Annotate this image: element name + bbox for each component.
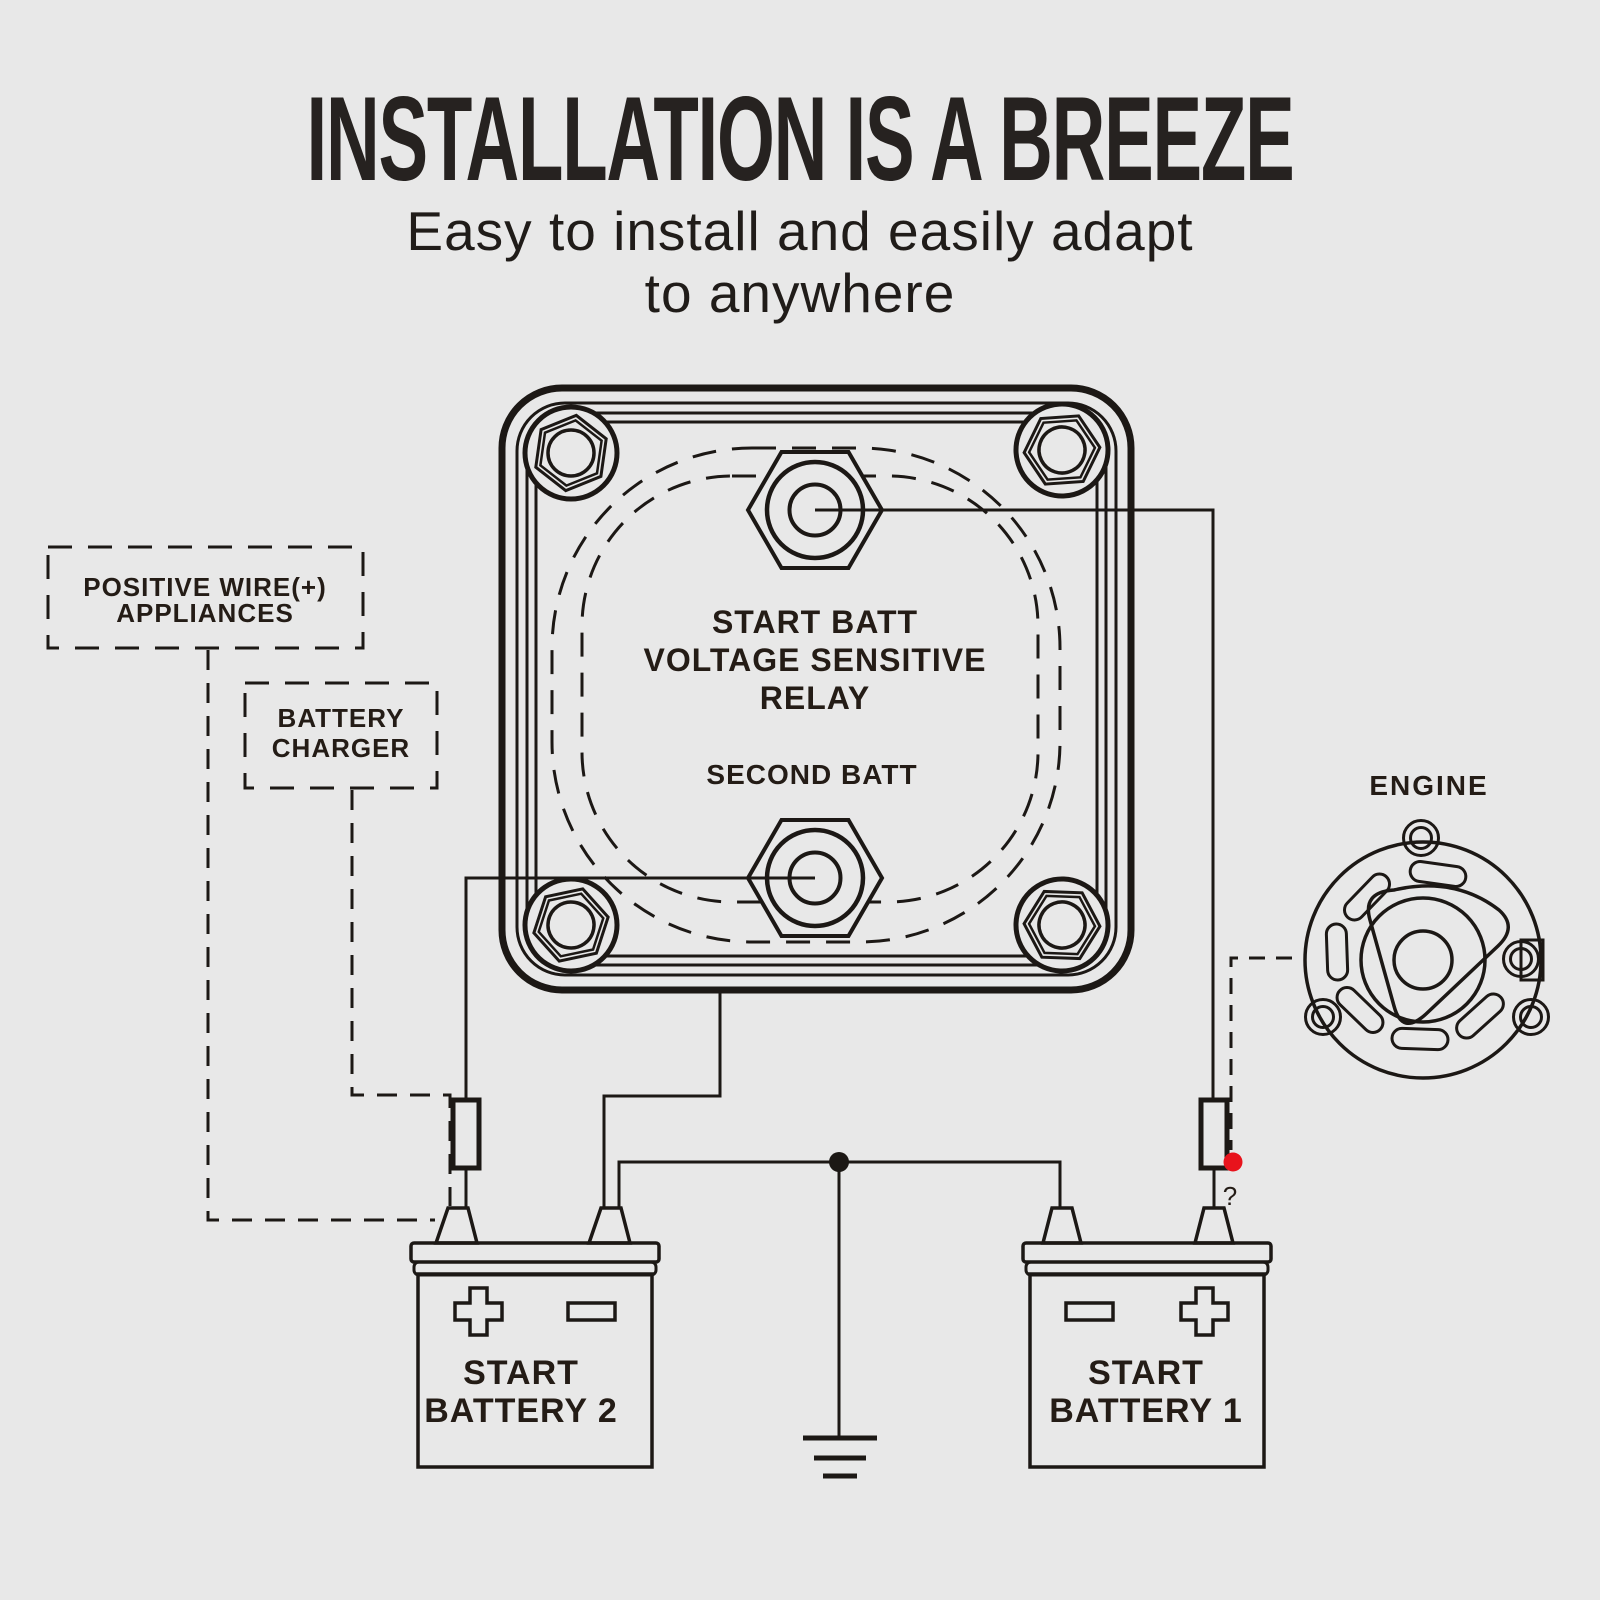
engine-bolt-icon [1304, 998, 1342, 1036]
battery-1: START BATTERY 1 [1021, 1206, 1273, 1469]
battery-body [416, 1272, 654, 1469]
relay-seam-line-1 [525, 411, 1108, 967]
page-title: INSTALLATION IS A BREEZE [307, 73, 1294, 206]
battery-body [1028, 1272, 1266, 1469]
wires [464, 508, 1216, 1438]
battery-terminal-post [1192, 1206, 1236, 1245]
relay-outer-border [498, 384, 1135, 994]
battery-terminal-post [586, 1206, 633, 1245]
charger-wire [350, 790, 452, 1206]
relay-label-line-3: RELAY [760, 680, 871, 716]
appliances-wire [206, 650, 435, 1222]
appliances-label-line-2: APPLIANCES [116, 598, 294, 628]
wire-start-batt-to-battery1 [815, 508, 1215, 1100]
relay-inner-line [515, 401, 1118, 977]
subtitle-line-1: Easy to install and easily adapt [406, 200, 1193, 262]
battery-lid [1021, 1241, 1273, 1264]
alternator-shaft [1392, 929, 1454, 991]
charger-callout-box: BATTERY CHARGER [243, 681, 439, 790]
relay-label-line-2: VOLTAGE SENSITIVE [644, 642, 987, 678]
charger-label-line-1: BATTERY [278, 703, 405, 733]
alternator-rotor [1366, 884, 1510, 1025]
battery-lid [409, 1241, 661, 1264]
minus-symbol-icon [566, 1301, 617, 1322]
battery2-label-line-2: BATTERY 2 [424, 1392, 618, 1430]
engine-bolt-icon [1402, 819, 1440, 857]
wire-second-batt-to-battery2 [464, 876, 815, 1100]
relay-dashed-ring-inner [580, 474, 1040, 904]
ground-symbol-icon [803, 1435, 877, 1479]
relay-label-line-1: START BATT [712, 604, 918, 640]
appliances-callout-box: POSITIVE WIRE(+) APPLIANCES [46, 545, 365, 650]
relay-seam-line-2 [534, 420, 1099, 958]
alternator-body [1303, 840, 1543, 1080]
plus-symbol-icon [1179, 1286, 1230, 1337]
subtitle-line-2: to anywhere [645, 262, 956, 324]
bolt-icon [525, 407, 617, 499]
second-batt-label: SECOND BATT [706, 759, 917, 790]
engine-alternator: ENGINE [1303, 770, 1550, 1080]
fuse-left-icon [450, 1097, 482, 1171]
battery-terminal-post [433, 1206, 480, 1245]
plus-symbol-icon [453, 1286, 504, 1337]
battery-2: START BATTERY 2 [409, 1206, 661, 1469]
alternator-slots [1324, 859, 1505, 1052]
relay-dashed-ring-outer [550, 446, 1062, 944]
battery1-label-line-2: BATTERY 1 [1049, 1392, 1243, 1430]
battery1-label-line-1: START [1088, 1354, 1204, 1392]
wire-relay-to-battery2-neg [602, 990, 722, 1208]
engine-label: ENGINE [1369, 770, 1488, 801]
red-connection-dot [1223, 1152, 1243, 1172]
battery-terminal-post [1040, 1206, 1084, 1245]
engine-wire [1229, 956, 1292, 1150]
fuse-right-icon [1198, 1097, 1230, 1171]
alternator-tab [1519, 938, 1545, 982]
minus-symbol-icon [1064, 1301, 1115, 1322]
charger-label-line-2: CHARGER [272, 733, 410, 763]
bolt-icon [1004, 392, 1120, 508]
battery2-label-line-1: START [463, 1354, 579, 1392]
relay-box: START BATT VOLTAGE SENSITIVE RELAY SECON… [498, 384, 1135, 994]
appliances-label-line-1: POSITIVE WIRE(+) [83, 572, 327, 602]
header: INSTALLATION IS A BREEZE Easy to install… [307, 73, 1295, 324]
question-mark-label: ? [1223, 1181, 1237, 1211]
